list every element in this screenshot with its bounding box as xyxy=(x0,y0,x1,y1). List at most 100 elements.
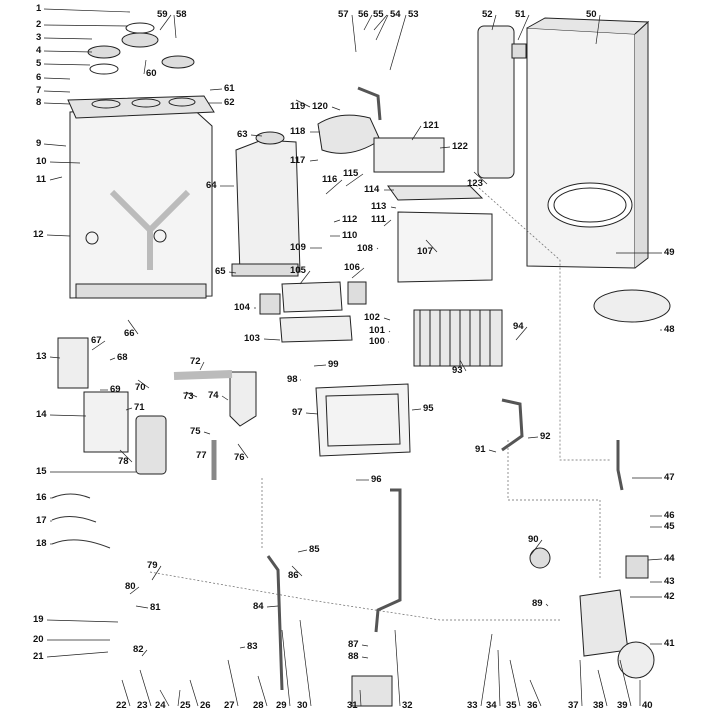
callout-2: 2 xyxy=(36,19,42,30)
callout-78: 78 xyxy=(118,456,129,467)
callout-97: 97 xyxy=(292,407,303,418)
callout-84: 84 xyxy=(253,601,264,612)
leader-line-123 xyxy=(473,171,488,185)
leader-line-79 xyxy=(151,565,162,581)
leader-line-8 xyxy=(43,102,71,105)
leader-line-33 xyxy=(480,633,493,707)
callout-11: 11 xyxy=(36,174,47,185)
callout-27: 27 xyxy=(224,700,235,711)
leader-line-39 xyxy=(619,659,632,707)
callout-23: 23 xyxy=(137,700,148,711)
leader-line-59 xyxy=(159,14,172,31)
leader-line-34 xyxy=(497,649,501,707)
callout-114: 114 xyxy=(364,184,380,195)
callout-56: 56 xyxy=(358,9,369,20)
leader-line-119 xyxy=(295,99,311,108)
leader-line-90 xyxy=(529,539,543,557)
callout-8: 8 xyxy=(36,97,42,108)
callout-40: 40 xyxy=(642,700,653,711)
flue-rings xyxy=(87,22,195,75)
callout-113: 113 xyxy=(371,201,387,212)
callout-85: 85 xyxy=(309,544,320,555)
leader-line-52 xyxy=(491,14,497,31)
callout-112: 112 xyxy=(342,214,358,225)
cables xyxy=(51,493,111,549)
callout-51: 51 xyxy=(515,9,526,20)
leader-line-3 xyxy=(43,37,93,40)
callout-91: 91 xyxy=(475,444,486,455)
leader-line-44 xyxy=(647,558,663,561)
leader-line-92 xyxy=(527,436,539,439)
callout-106: 106 xyxy=(344,262,360,273)
front-casing-panel xyxy=(526,17,650,269)
callout-111: 111 xyxy=(371,214,386,225)
burner-panels xyxy=(259,281,367,343)
leader-line-97 xyxy=(305,412,319,415)
callout-62: 62 xyxy=(224,97,235,108)
callout-42: 42 xyxy=(664,591,675,602)
callout-10: 10 xyxy=(36,156,47,167)
leader-line-73 xyxy=(185,391,198,398)
combustion-chamber xyxy=(387,185,493,283)
callout-34: 34 xyxy=(486,700,497,711)
callout-19: 19 xyxy=(33,614,44,625)
leader-line-81 xyxy=(135,605,149,609)
leader-line-91 xyxy=(488,449,497,453)
callout-87: 87 xyxy=(348,639,359,650)
callout-83: 83 xyxy=(247,641,258,652)
leader-line-53 xyxy=(389,14,407,71)
leader-line-94 xyxy=(515,326,528,341)
callout-116: 116 xyxy=(322,174,338,185)
leader-line-14 xyxy=(49,414,87,417)
callout-30: 30 xyxy=(297,700,308,711)
callout-28: 28 xyxy=(253,700,264,711)
callout-39: 39 xyxy=(617,700,628,711)
callout-64: 64 xyxy=(206,180,217,191)
callout-9: 9 xyxy=(36,138,42,149)
leader-line-88 xyxy=(361,656,369,659)
callout-33: 33 xyxy=(467,700,478,711)
leader-line-112 xyxy=(333,219,341,223)
air-duct xyxy=(231,131,301,277)
leader-line-7 xyxy=(43,90,71,93)
callout-53: 53 xyxy=(408,9,419,20)
callout-108: 108 xyxy=(357,243,373,254)
callout-123: 123 xyxy=(467,178,483,189)
callout-103: 103 xyxy=(244,333,260,344)
callout-48: 48 xyxy=(664,324,675,335)
callout-46: 46 xyxy=(664,510,675,521)
callout-13: 13 xyxy=(36,351,47,362)
callout-107: 107 xyxy=(417,246,433,257)
callout-109: 109 xyxy=(290,242,306,253)
callout-14: 14 xyxy=(36,409,47,420)
callout-35: 35 xyxy=(506,700,517,711)
callout-44: 44 xyxy=(664,553,675,564)
callout-66: 66 xyxy=(124,328,135,339)
leader-line-27 xyxy=(227,659,239,707)
callout-38: 38 xyxy=(593,700,604,711)
callout-104: 104 xyxy=(234,302,250,313)
leader-line-122 xyxy=(439,146,451,149)
leader-line-29 xyxy=(281,629,291,707)
callout-86: 86 xyxy=(288,570,299,581)
callout-59: 59 xyxy=(157,9,168,20)
callout-54: 54 xyxy=(390,9,401,20)
callout-58: 58 xyxy=(176,9,187,20)
leader-line-11 xyxy=(49,176,63,181)
leader-line-120 xyxy=(331,106,341,111)
leader-line-58 xyxy=(173,14,177,39)
callout-94: 94 xyxy=(513,321,524,332)
heat-exchanger xyxy=(413,309,503,367)
leader-line-76 xyxy=(237,443,249,459)
callout-65: 65 xyxy=(215,266,226,277)
callout-45: 45 xyxy=(664,521,675,532)
callout-36: 36 xyxy=(527,700,538,711)
callout-98: 98 xyxy=(287,374,298,385)
callout-68: 68 xyxy=(117,352,128,363)
leader-line-68 xyxy=(109,357,116,361)
callout-25: 25 xyxy=(180,700,191,711)
callout-7: 7 xyxy=(36,85,42,96)
callout-12: 12 xyxy=(33,229,44,240)
